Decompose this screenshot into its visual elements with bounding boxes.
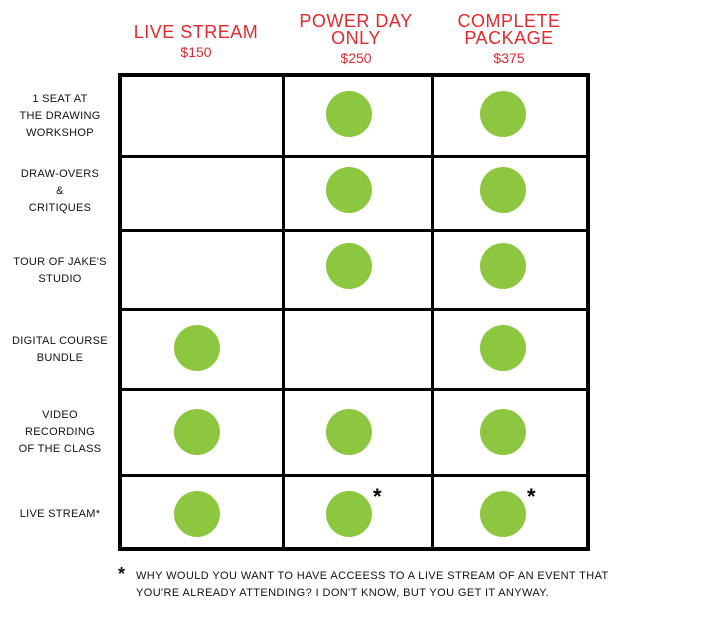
column-price: $150 xyxy=(180,44,212,60)
row-label-live-stream: LIVE STREAM* xyxy=(6,506,114,523)
grid-divider xyxy=(282,77,285,547)
row-label-line: CRITIQUES xyxy=(28,202,92,214)
row-label-line: DRAW-OVERS xyxy=(20,168,100,180)
grid-divider xyxy=(122,229,586,232)
footnote-line: YOU'RE ALREADY ATTENDING? I DON'T KNOW, … xyxy=(136,587,550,599)
column-title: LIVE STREAM xyxy=(133,22,259,42)
grid-divider xyxy=(122,388,586,391)
row-label-line: LIVE STREAM* xyxy=(19,508,101,520)
included-dot xyxy=(174,409,220,455)
included-dot xyxy=(174,325,220,371)
column-title: COMPLETE xyxy=(457,11,561,31)
footnote-asterisk: * xyxy=(118,564,126,584)
grid-divider xyxy=(431,77,434,547)
row-label-line: STUDIO xyxy=(38,273,82,285)
asterisk-mark: * xyxy=(373,484,382,509)
footnote-line: WHY WOULD YOU WANT TO HAVE ACCEESS TO A … xyxy=(136,570,609,582)
column-header-power-day: POWER DAY ONLY $250 xyxy=(290,11,422,67)
row-label-drawovers: DRAW-OVERS & CRITIQUES xyxy=(6,166,114,217)
included-dot xyxy=(480,409,526,455)
included-dot xyxy=(326,243,372,289)
row-label-line: RECORDING xyxy=(25,426,95,438)
column-price: $250 xyxy=(340,50,372,66)
row-label-line: TOUR OF JAKE'S xyxy=(13,256,107,268)
included-dot xyxy=(174,491,220,537)
column-title-line2: ONLY xyxy=(331,28,381,48)
included-dot xyxy=(326,91,372,137)
asterisk-mark: * xyxy=(527,484,536,509)
included-dot xyxy=(326,167,372,213)
footnote: * WHY WOULD YOU WANT TO HAVE ACCEESS TO … xyxy=(118,564,609,602)
comparison-grid xyxy=(118,73,590,551)
grid-divider xyxy=(122,474,586,477)
column-title-line2: PACKAGE xyxy=(464,28,554,48)
row-label-line: THE DRAWING xyxy=(19,110,101,122)
column-header-complete-package: COMPLETE PACKAGE $375 xyxy=(443,11,575,67)
row-label-seat: 1 SEAT AT THE DRAWING WORKSHOP xyxy=(6,91,114,142)
included-dot xyxy=(480,167,526,213)
row-label-digital-course: DIGITAL COURSE BUNDLE xyxy=(6,333,114,367)
row-label-tour: TOUR OF JAKE'S STUDIO xyxy=(6,254,114,288)
row-label-line: OF THE CLASS xyxy=(18,443,102,455)
row-label-line: VIDEO xyxy=(42,409,78,421)
included-dot xyxy=(480,325,526,371)
row-label-line: & xyxy=(56,185,64,197)
row-label-line: WORKSHOP xyxy=(26,127,94,139)
included-dot xyxy=(480,491,526,537)
grid-divider xyxy=(122,308,586,311)
row-label-line: BUNDLE xyxy=(36,352,84,364)
included-dot xyxy=(326,409,372,455)
grid-divider xyxy=(122,155,586,158)
row-label-line: DIGITAL COURSE xyxy=(12,335,108,347)
row-label-line: 1 SEAT AT xyxy=(32,93,88,105)
included-dot xyxy=(480,91,526,137)
column-header-live-stream: LIVE STREAM $150 xyxy=(130,22,262,61)
included-dot xyxy=(326,491,372,537)
column-title: POWER DAY xyxy=(299,11,413,31)
column-price: $375 xyxy=(493,50,525,66)
included-dot xyxy=(480,243,526,289)
row-label-video: VIDEO RECORDING OF THE CLASS xyxy=(6,407,114,458)
